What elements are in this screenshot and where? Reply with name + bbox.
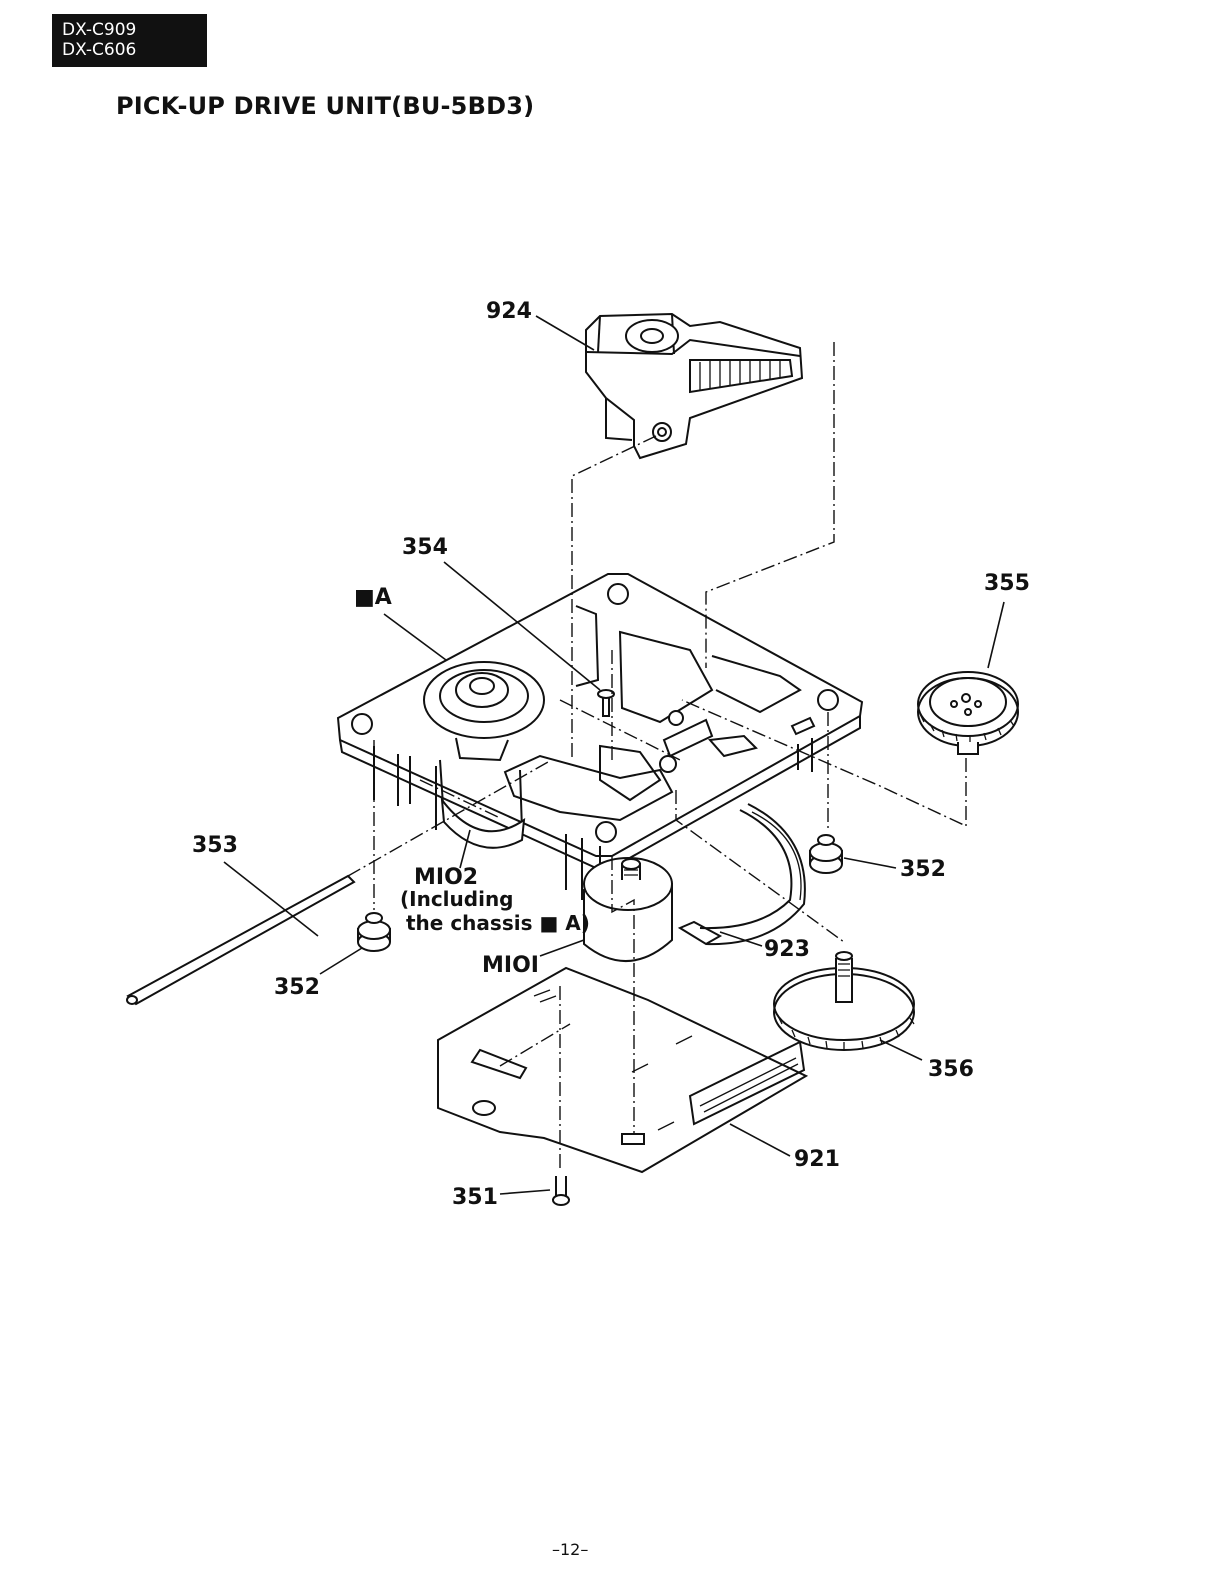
guide-shaft-353 (127, 876, 354, 1004)
callout-354: 354 (402, 535, 448, 560)
pickup-assembly-924 (586, 314, 802, 458)
damper-352-left (358, 913, 390, 951)
damper-352-right (810, 835, 842, 873)
screw-351 (553, 1176, 569, 1205)
callout-356: 356 (928, 1057, 974, 1082)
flex-cable-923-ribbon (680, 804, 805, 944)
gear-356 (774, 952, 914, 1050)
callout-352-left: 352 (274, 975, 320, 1000)
callout-924: 924 (486, 299, 532, 324)
gear-355 (918, 672, 1018, 754)
callout-351: 351 (452, 1185, 498, 1210)
callout-chassis-a: ■A (354, 585, 392, 610)
callout-923: 923 (764, 937, 810, 962)
callout-352-right: 352 (900, 857, 946, 882)
callout-m102-note-2: the chassis ■ A) (406, 911, 590, 935)
page-number: –12– (552, 1540, 588, 1559)
callout-m101: MIOI (482, 953, 539, 978)
chassis-a (338, 574, 862, 908)
callout-355: 355 (984, 571, 1030, 596)
callout-m102-note-1: (Including (400, 887, 514, 911)
callout-921: 921 (794, 1147, 840, 1172)
pcb-921 (438, 968, 806, 1172)
callout-353: 353 (192, 833, 238, 858)
sled-motor-m101 (584, 858, 672, 961)
